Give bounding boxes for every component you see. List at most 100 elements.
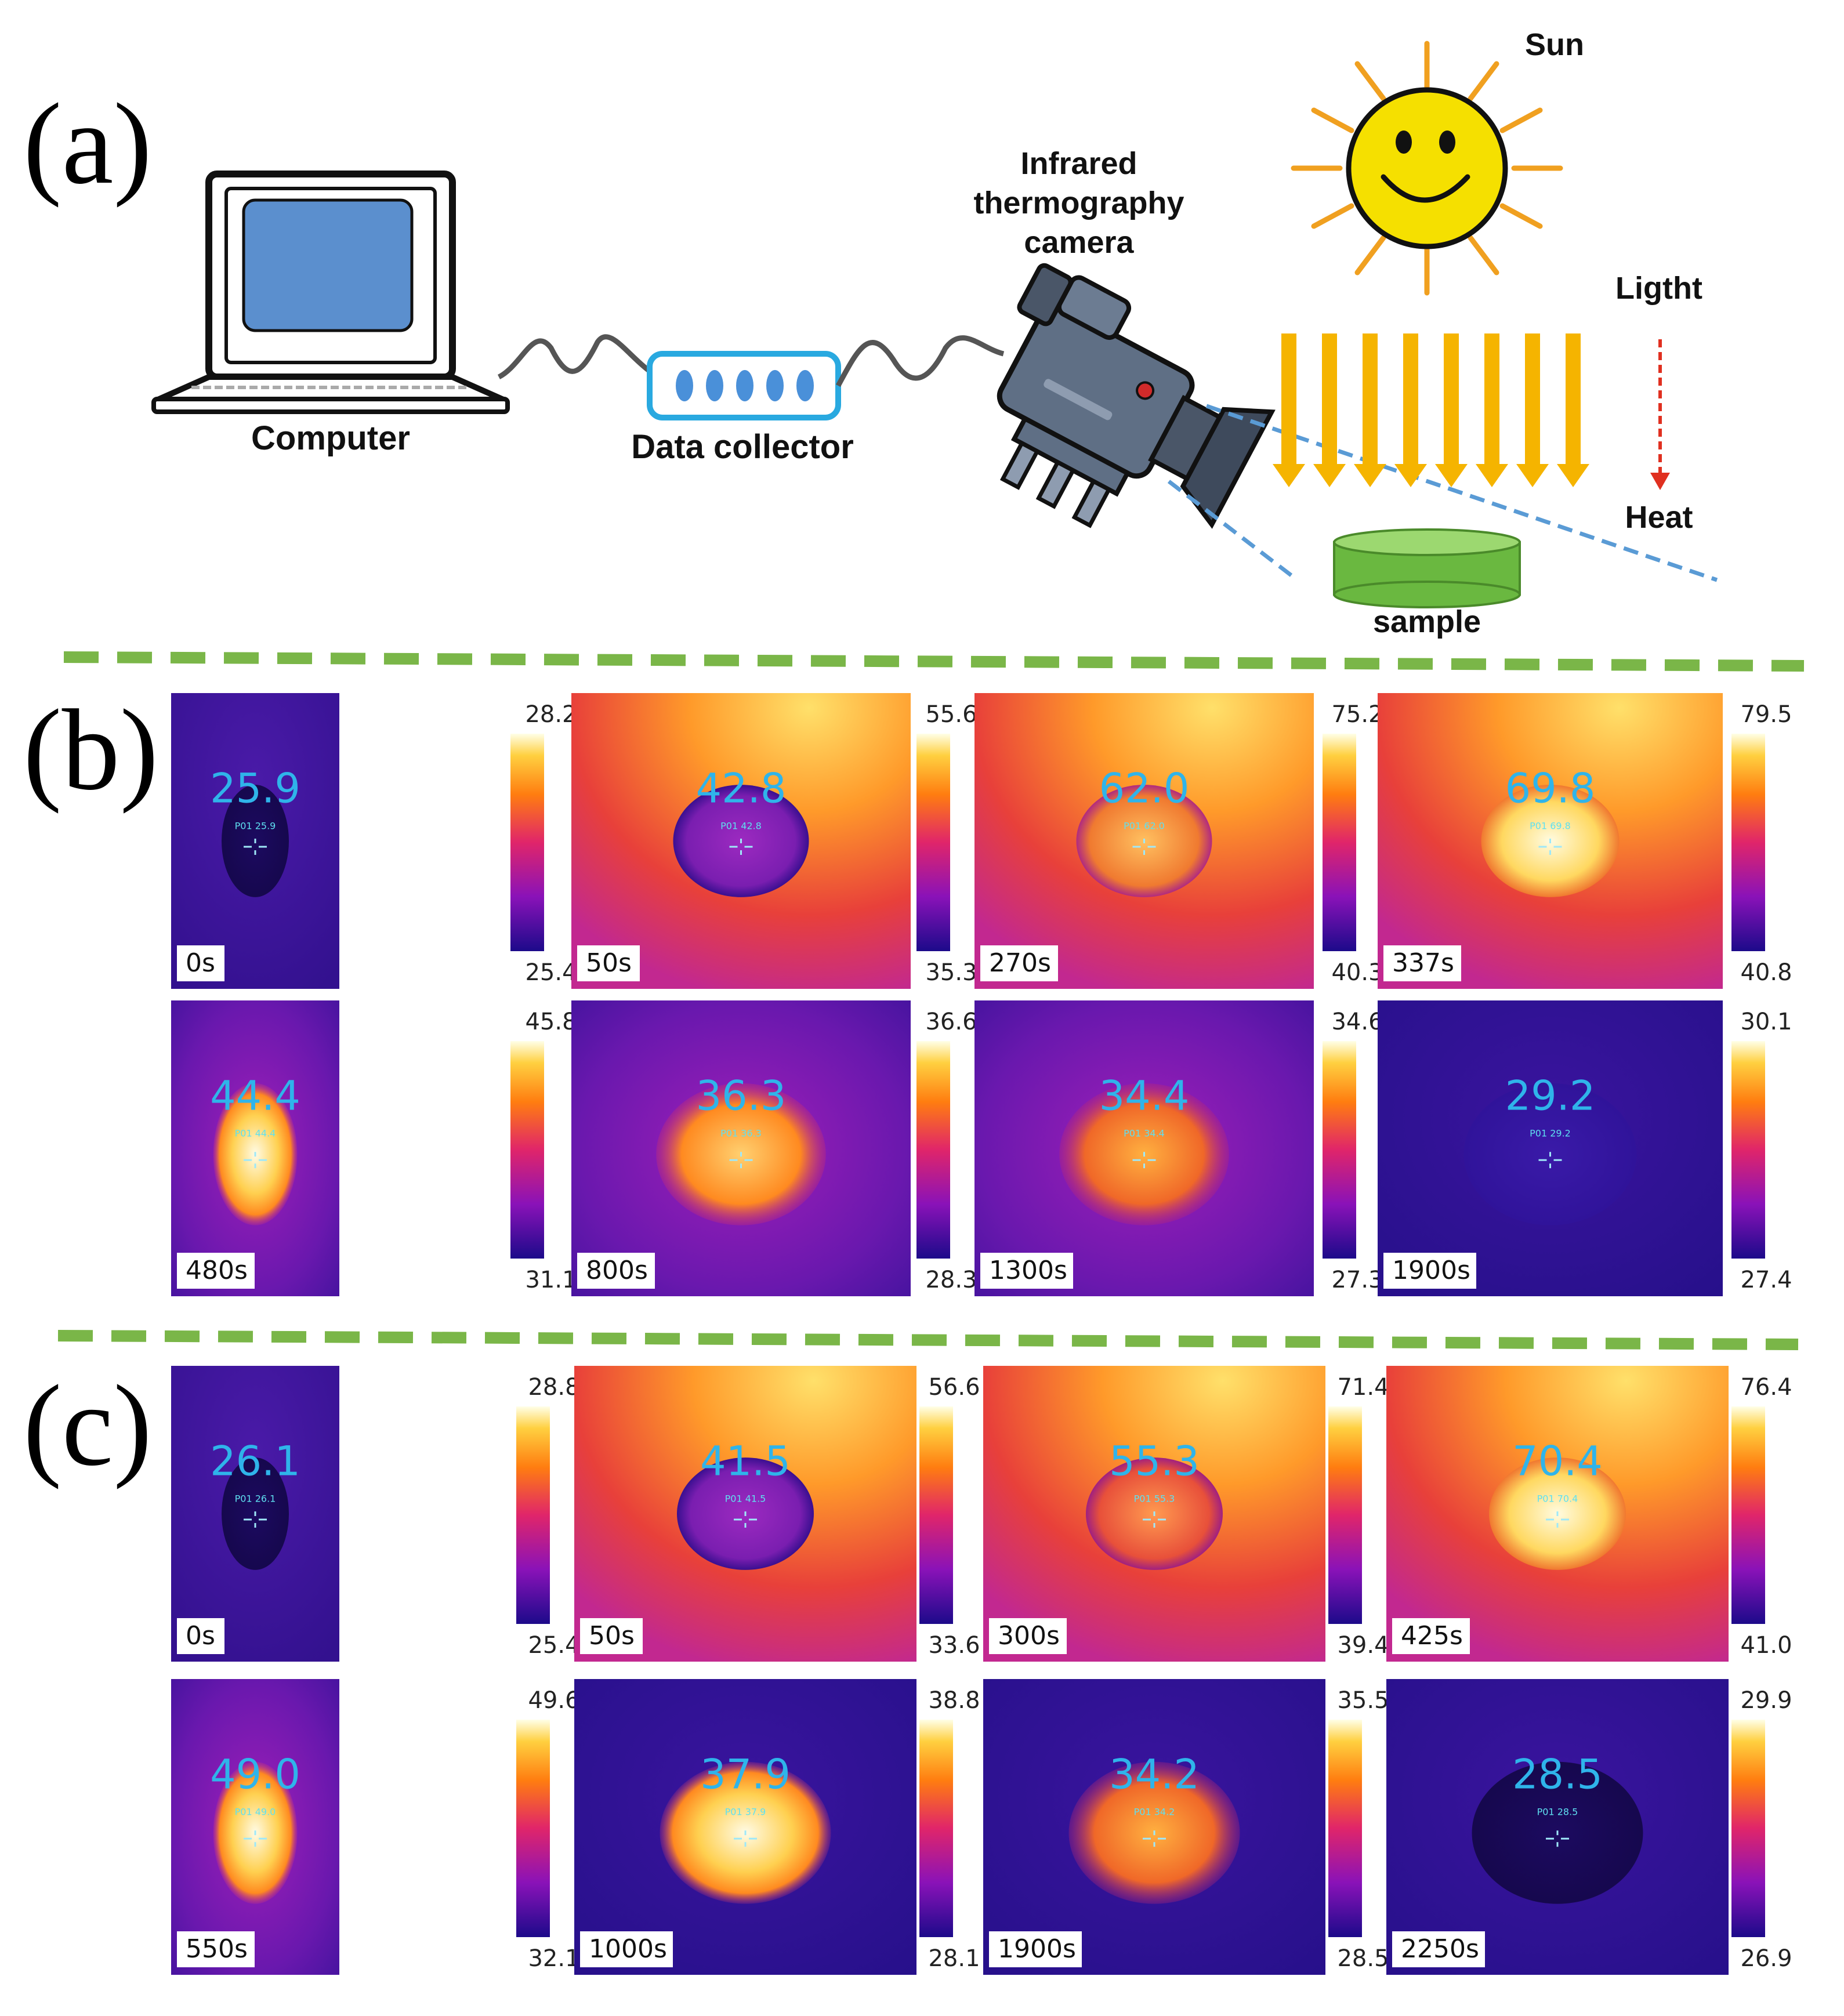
scale-min: 31.1 bbox=[525, 1267, 577, 1293]
color-scale-bar bbox=[1731, 1406, 1765, 1624]
camera-label-line1: Infrared bbox=[1020, 146, 1137, 181]
time-label-box bbox=[1383, 1253, 1476, 1289]
scale-max: 36.6 bbox=[925, 1009, 977, 1035]
scale-min: 28.1 bbox=[928, 1945, 980, 1972]
scale-max: 34.6 bbox=[1331, 1009, 1383, 1035]
panel-a: (a) Computer Data collector bbox=[23, 27, 1718, 639]
spot-id: P01 62.0 bbox=[1124, 821, 1165, 832]
time-label-box bbox=[580, 1931, 673, 1967]
spot-id: P01 41.5 bbox=[725, 1493, 766, 1504]
time-label: 1900s bbox=[998, 1934, 1076, 1964]
scale-min: 26.9 bbox=[1740, 1945, 1792, 1972]
color-scale-bar bbox=[1323, 1041, 1356, 1259]
light-arrow bbox=[1476, 333, 1508, 487]
scale-max: 28.2 bbox=[525, 701, 577, 728]
spot-id: P01 26.1 bbox=[235, 1493, 276, 1504]
time-label-box bbox=[577, 945, 640, 981]
time-label: 0s bbox=[186, 948, 215, 978]
color-scale-bar bbox=[1731, 1720, 1765, 1937]
time-label-box bbox=[177, 1253, 255, 1289]
spot-id: P01 69.8 bbox=[1530, 821, 1571, 832]
color-scale-bar bbox=[516, 1406, 550, 1624]
color-scale-bar bbox=[916, 734, 950, 951]
time-label: 1300s bbox=[989, 1256, 1067, 1285]
spot-temperature: 25.9 bbox=[210, 765, 300, 813]
panel-b-letter: (b) bbox=[23, 686, 158, 814]
sample-label: sample bbox=[1373, 604, 1481, 639]
crosshair-icon bbox=[734, 1511, 757, 1528]
crosshair-icon bbox=[729, 839, 753, 855]
crosshair-icon bbox=[244, 1152, 267, 1169]
scale-min: 41.0 bbox=[1740, 1632, 1792, 1659]
scale-min: 28.3 bbox=[925, 1267, 977, 1293]
scale-max: 79.5 bbox=[1740, 701, 1792, 728]
spot-temperature: 37.9 bbox=[700, 1751, 791, 1799]
data-collector-label: Data collector bbox=[631, 428, 854, 466]
light-arrow bbox=[1394, 333, 1427, 487]
time-label-box bbox=[177, 1931, 255, 1967]
scale-min: 32.1 bbox=[528, 1945, 579, 1972]
spot-id: P01 44.4 bbox=[235, 1128, 276, 1139]
time-label-box bbox=[980, 1253, 1073, 1289]
crosshair-icon bbox=[1538, 839, 1562, 855]
color-scale-bar bbox=[1328, 1406, 1362, 1624]
scale-max: 71.4 bbox=[1337, 1374, 1389, 1401]
time-label: 337s bbox=[1392, 948, 1454, 978]
spot-temperature: 62.0 bbox=[1099, 765, 1190, 813]
spot-id: P01 37.9 bbox=[725, 1807, 766, 1818]
light-arrow bbox=[1557, 333, 1589, 487]
spot-temperature: 28.5 bbox=[1512, 1751, 1603, 1799]
time-label: 550s bbox=[186, 1934, 248, 1964]
color-scale-bar bbox=[919, 1720, 953, 1937]
time-label-box bbox=[177, 1618, 224, 1654]
color-scale-bar bbox=[510, 734, 544, 951]
scale-max: 75.2 bbox=[1331, 701, 1383, 728]
light-arrow bbox=[1516, 333, 1549, 487]
cable-icon bbox=[497, 334, 651, 380]
camera-label-line2: thermography bbox=[973, 186, 1184, 220]
spot-id: P01 28.5 bbox=[1537, 1807, 1578, 1818]
panel-divider bbox=[63, 651, 1805, 672]
color-scale-bar bbox=[1323, 734, 1356, 951]
spot-temperature: 29.2 bbox=[1505, 1072, 1596, 1120]
data-collector-icon bbox=[647, 351, 841, 420]
time-label: 300s bbox=[998, 1621, 1060, 1651]
crosshair-icon bbox=[244, 839, 267, 855]
time-label: 50s bbox=[586, 948, 632, 978]
light-arrow bbox=[1354, 333, 1386, 487]
scale-min: 27.3 bbox=[1331, 1267, 1383, 1293]
scale-min: 33.6 bbox=[928, 1632, 980, 1659]
panel-c-letter: (c) bbox=[23, 1362, 152, 1490]
scale-max: 28.8 bbox=[528, 1374, 579, 1401]
spot-id: P01 49.0 bbox=[235, 1807, 276, 1818]
time-label: 800s bbox=[586, 1256, 648, 1285]
color-scale-bar bbox=[516, 1720, 550, 1937]
time-label-box bbox=[1383, 945, 1461, 981]
scale-max: 30.1 bbox=[1740, 1009, 1792, 1035]
computer-icon bbox=[151, 171, 510, 414]
scale-min: 40.8 bbox=[1740, 959, 1792, 986]
spot-temperature: 42.8 bbox=[696, 765, 787, 813]
crosshair-icon bbox=[244, 1511, 267, 1528]
sun-label: Sun bbox=[1525, 27, 1584, 62]
panel-a-letter: (a) bbox=[23, 80, 152, 208]
time-label: 425s bbox=[1401, 1621, 1463, 1651]
spot-temperature: 34.2 bbox=[1109, 1751, 1200, 1799]
scale-max: 38.8 bbox=[928, 1687, 980, 1714]
light-arrow bbox=[1273, 333, 1305, 487]
crosshair-icon bbox=[1132, 839, 1156, 855]
